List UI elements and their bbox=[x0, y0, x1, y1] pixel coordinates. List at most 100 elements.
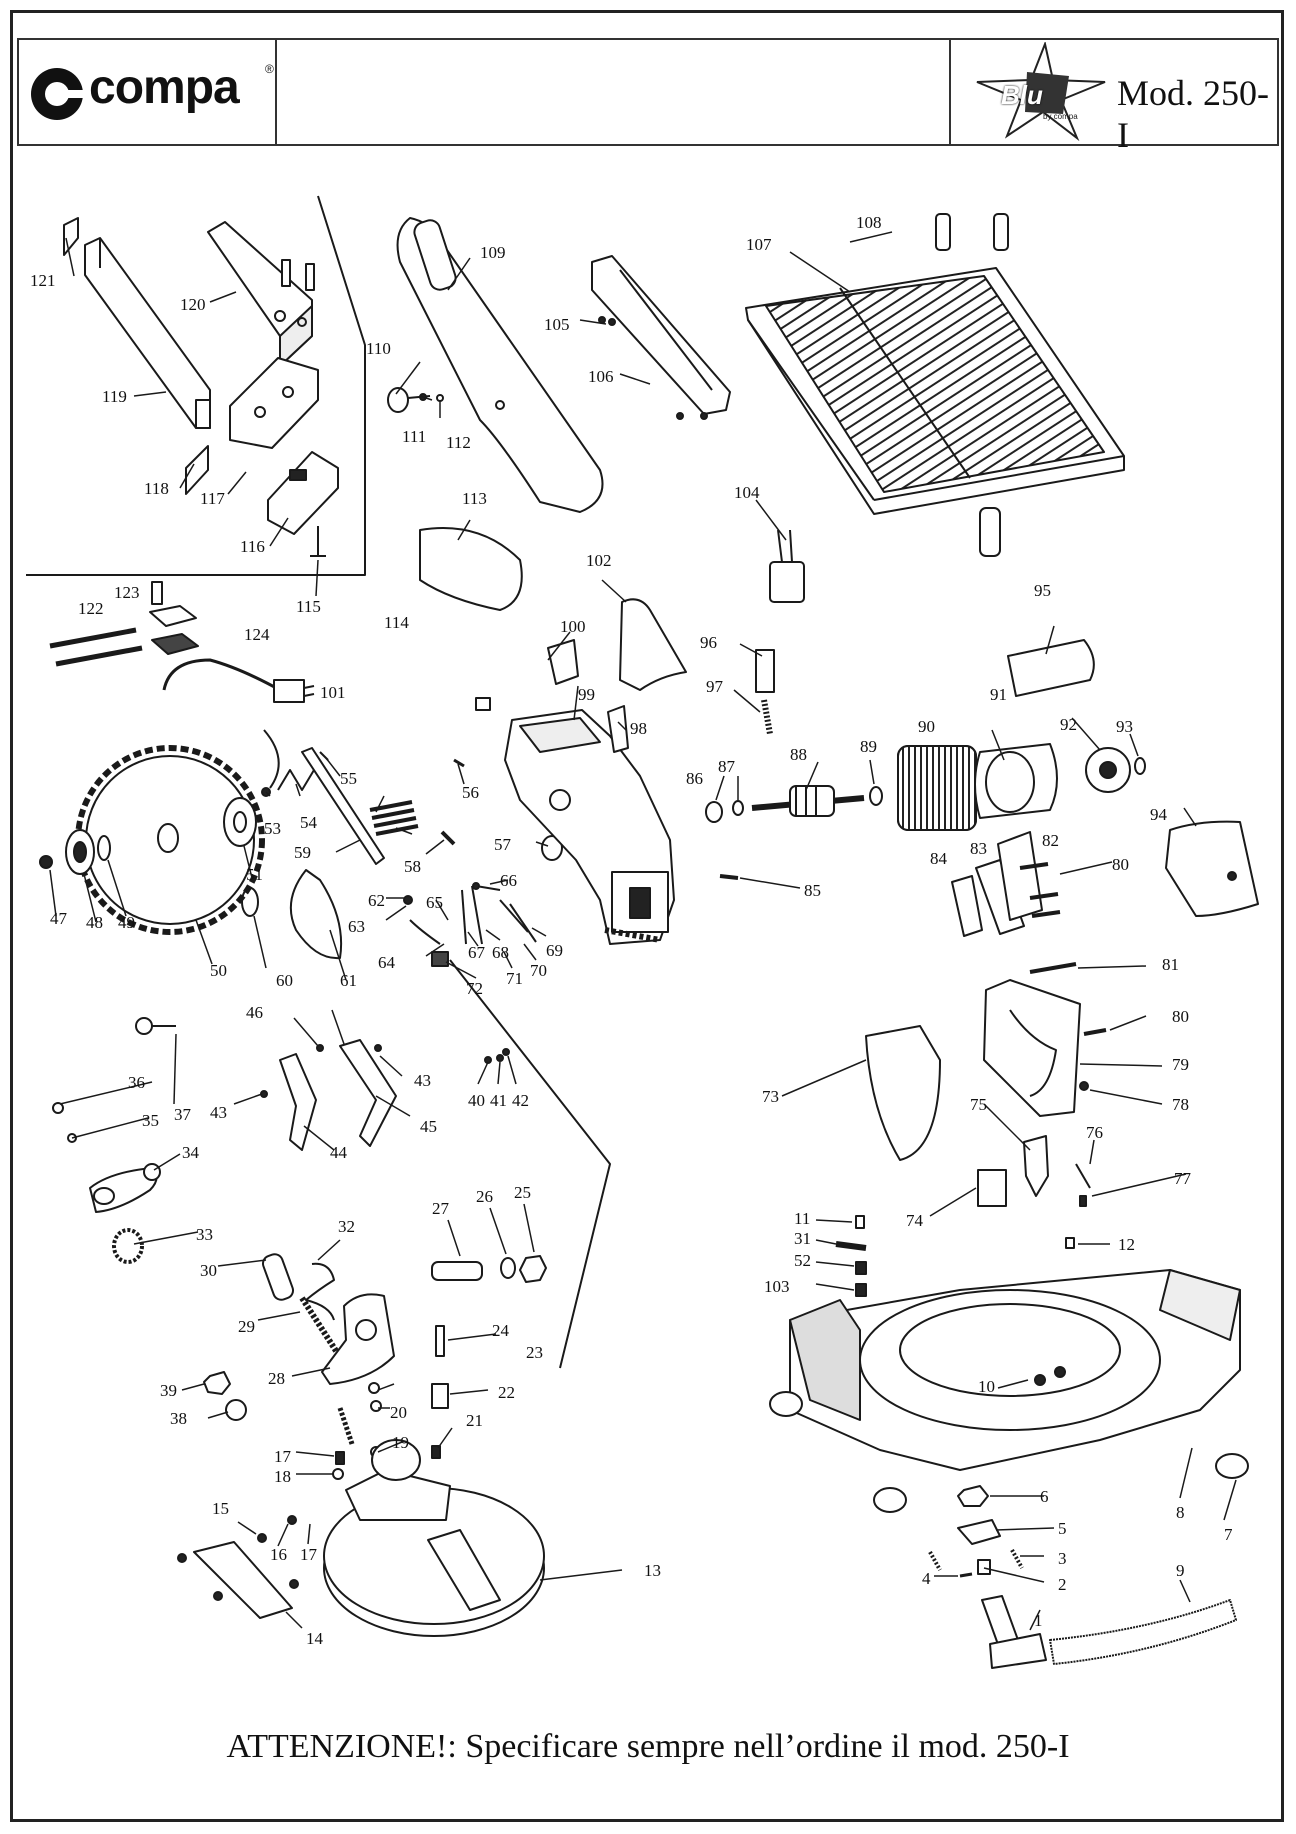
callout: 93 bbox=[1116, 717, 1133, 736]
pin-30 bbox=[261, 1253, 295, 1301]
lever-75 bbox=[1023, 1135, 1049, 1197]
callout: 53 bbox=[264, 819, 281, 838]
header-divider bbox=[275, 40, 277, 144]
callout: 21 bbox=[466, 1411, 483, 1430]
callout: 74 bbox=[906, 1211, 924, 1230]
callout: 122 bbox=[78, 599, 104, 618]
callout: 71 bbox=[506, 969, 523, 988]
guard-bracket bbox=[591, 255, 731, 420]
callout: 44 bbox=[330, 1143, 348, 1162]
fence-rail bbox=[84, 237, 211, 429]
small-screws bbox=[260, 1044, 510, 1098]
callout: 33 bbox=[196, 1225, 213, 1244]
callout: 15 bbox=[212, 1499, 229, 1518]
callout: 32 bbox=[338, 1217, 355, 1236]
stator bbox=[897, 745, 977, 831]
screw-56 bbox=[453, 758, 465, 768]
callout: 25 bbox=[514, 1183, 531, 1202]
feet bbox=[769, 1391, 1249, 1513]
callout: 73 bbox=[762, 1087, 779, 1106]
callout: 4 bbox=[922, 1569, 931, 1588]
callout: 123 bbox=[114, 583, 140, 602]
page-frame bbox=[10, 10, 1284, 1822]
callout: 30 bbox=[200, 1261, 217, 1280]
callout: 18 bbox=[274, 1467, 291, 1486]
callout: 31 bbox=[794, 1229, 811, 1248]
callout: 40 bbox=[468, 1091, 485, 1110]
link-arm bbox=[301, 747, 385, 865]
callout: 2 bbox=[1058, 1575, 1067, 1594]
callout: 115 bbox=[296, 597, 321, 616]
retaining-ring bbox=[241, 887, 259, 917]
callout: 65 bbox=[426, 893, 443, 912]
callout: 51 bbox=[246, 865, 263, 884]
callout: 22 bbox=[498, 1383, 515, 1402]
callout: 83 bbox=[970, 839, 987, 858]
pivot-pin bbox=[431, 1255, 547, 1283]
callout: 103 bbox=[764, 1277, 790, 1296]
callout: 75 bbox=[970, 1095, 987, 1114]
callout: 92 bbox=[1060, 715, 1077, 734]
callout: 58 bbox=[404, 857, 421, 876]
armature bbox=[705, 785, 883, 823]
table-plate bbox=[745, 267, 1125, 515]
spring-3 bbox=[1010, 1549, 1024, 1569]
spring-54 bbox=[277, 769, 315, 791]
angle-scale bbox=[1049, 1599, 1237, 1665]
callout: 17 bbox=[300, 1545, 318, 1564]
callout: 1 bbox=[1034, 1611, 1043, 1630]
threaded-rod-29 bbox=[299, 1296, 341, 1356]
pin-2 bbox=[977, 1559, 991, 1575]
lever-handle-34 bbox=[89, 1163, 161, 1213]
callout: 12 bbox=[1118, 1235, 1135, 1254]
lower-guard bbox=[419, 527, 523, 611]
compa-logo-icon bbox=[31, 68, 87, 120]
screw-16 bbox=[287, 1515, 297, 1525]
callout: 105 bbox=[544, 315, 570, 334]
callout: 60 bbox=[276, 971, 293, 990]
callout: 8 bbox=[1176, 1503, 1185, 1522]
washer-93 bbox=[1134, 757, 1146, 775]
fence-plate bbox=[185, 445, 209, 495]
callout: 101 bbox=[320, 683, 346, 702]
callout: 36 bbox=[128, 1073, 145, 1092]
power-cord bbox=[162, 658, 315, 789]
callout: 48 bbox=[86, 913, 103, 932]
callout: 55 bbox=[340, 769, 357, 788]
sleeve-22 bbox=[431, 1383, 449, 1409]
nut-39 bbox=[203, 1371, 231, 1395]
callout: 24 bbox=[492, 1321, 510, 1340]
callout: 95 bbox=[1034, 581, 1051, 600]
guard-knob bbox=[387, 387, 444, 413]
callout: 72 bbox=[466, 979, 483, 998]
spring-3b bbox=[928, 1551, 942, 1571]
callout: 27 bbox=[432, 1199, 450, 1218]
callout: 104 bbox=[734, 483, 760, 502]
callout: 94 bbox=[1150, 805, 1168, 824]
casting-28 bbox=[321, 1293, 395, 1385]
nut-6 bbox=[957, 1485, 989, 1507]
callout: 16 bbox=[270, 1545, 287, 1564]
plate-45 bbox=[339, 1039, 397, 1147]
callout: 100 bbox=[560, 617, 586, 636]
callout: 77 bbox=[1174, 1169, 1192, 1188]
lock-5 bbox=[957, 1519, 1001, 1545]
callout: 117 bbox=[200, 489, 225, 508]
callout: 96 bbox=[700, 633, 717, 652]
brand-name: compa bbox=[89, 61, 240, 114]
callout: 46 bbox=[246, 1003, 263, 1022]
inset-border bbox=[26, 195, 366, 576]
switch-parts bbox=[403, 882, 537, 967]
sleeve-96 bbox=[755, 649, 775, 693]
screw-36 bbox=[52, 1102, 64, 1114]
callout: 52 bbox=[794, 1251, 811, 1270]
callout: 29 bbox=[238, 1317, 255, 1336]
callout: 50 bbox=[210, 961, 227, 980]
callout: 124 bbox=[244, 625, 270, 644]
rod-clamps bbox=[149, 581, 199, 655]
sub-brand-name: Blu bbox=[1001, 80, 1043, 110]
turntable bbox=[323, 1439, 545, 1637]
callout: 98 bbox=[630, 719, 647, 738]
callout: 19 bbox=[392, 1433, 409, 1452]
callout: 57 bbox=[494, 835, 512, 854]
